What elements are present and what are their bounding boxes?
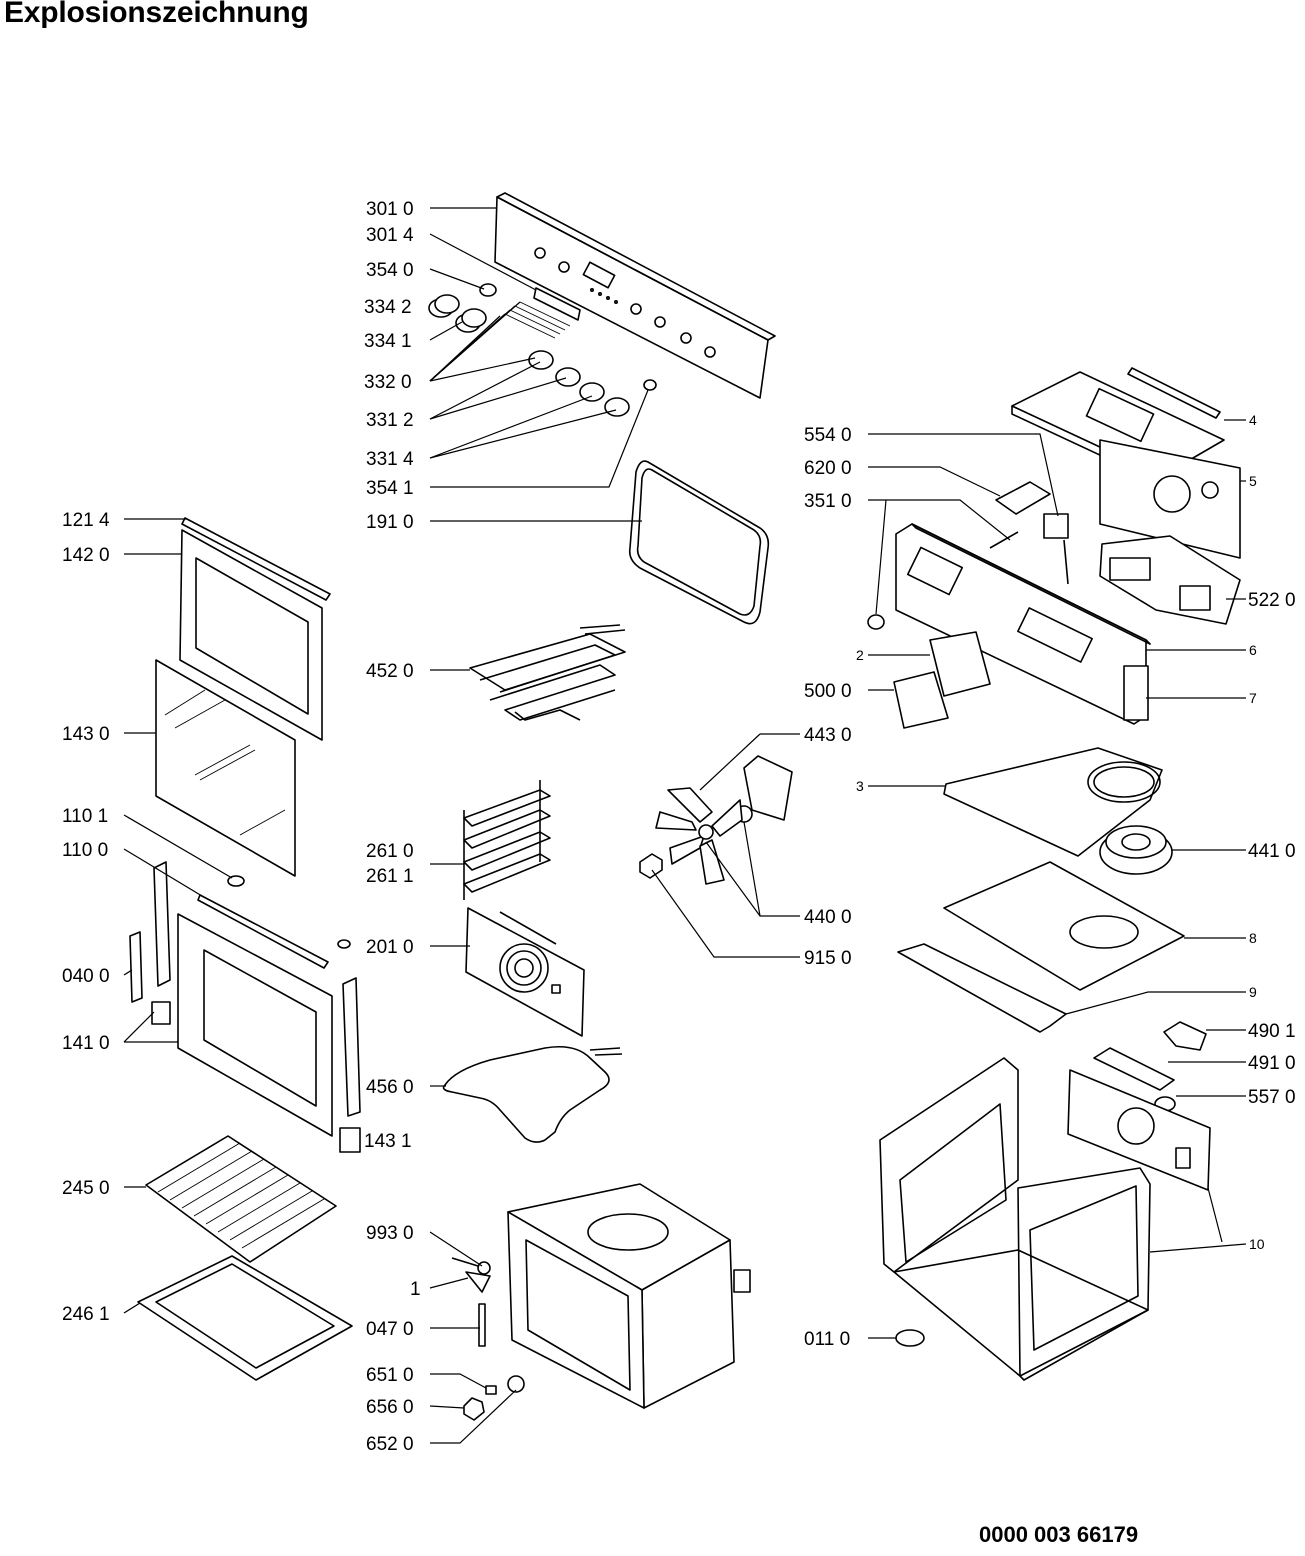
- terminal-block: [995, 481, 1051, 515]
- terminal-strip: [1093, 1047, 1175, 1091]
- part-label: 1: [410, 1279, 421, 1300]
- part-label: 334 2: [364, 297, 412, 318]
- wire-rack: [145, 1135, 337, 1263]
- part-label: 2: [856, 647, 864, 663]
- fan-motor: [735, 755, 793, 823]
- knobs: [428, 283, 657, 417]
- part-label: 047 0: [366, 1319, 414, 1340]
- part-label: 142 0: [62, 545, 110, 566]
- part-label: 040 0: [62, 966, 110, 987]
- part-label: 6: [1249, 642, 1257, 658]
- part-label: 201 0: [366, 937, 414, 958]
- control-housing: [895, 523, 1151, 725]
- part-label: 261 0: [366, 841, 414, 862]
- thermostat: [1043, 513, 1069, 585]
- part-label: 9: [1249, 984, 1257, 1000]
- rear-panel: [1067, 1069, 1211, 1191]
- door-gasket: [628, 460, 770, 625]
- door-profile: [197, 894, 329, 969]
- control-panel: [494, 192, 776, 399]
- part-label: 440 0: [804, 907, 852, 928]
- part-label: 456 0: [366, 1077, 414, 1098]
- lamp-cover: [867, 614, 885, 630]
- part-label: 354 1: [366, 478, 414, 499]
- oven-cavity: [507, 1183, 751, 1409]
- part-label: 441 0: [1248, 841, 1296, 862]
- page-title: Explosionszeichnung: [4, 0, 309, 29]
- rear-cover-panel: [465, 907, 585, 1037]
- part-label: 245 0: [62, 1178, 110, 1199]
- door-inner-glass: [155, 659, 296, 877]
- part-label: 993 0: [366, 1223, 414, 1244]
- part-label: 301 0: [366, 199, 414, 220]
- part-label: 261 1: [366, 866, 414, 887]
- electronic-timer: [893, 671, 949, 729]
- door-top-trim: [181, 517, 331, 601]
- door-outer-glass: [179, 529, 323, 741]
- fan-blade: [655, 787, 743, 885]
- part-label: 141 0: [62, 1033, 110, 1054]
- part-label: 522 0: [1248, 590, 1296, 611]
- part-label: 915 0: [804, 948, 852, 969]
- part-label: 332 0: [364, 372, 412, 393]
- part-label: 334 1: [364, 331, 412, 352]
- part-label: 620 0: [804, 458, 852, 479]
- part-label: 354 0: [366, 260, 414, 281]
- part-label: 246 1: [62, 1304, 110, 1325]
- small-fittings: [451, 1257, 525, 1421]
- foot: [895, 1329, 925, 1347]
- leader-lines: [123, 207, 1247, 1444]
- baking-tray: [137, 1255, 353, 1381]
- bottom-heater: [442, 1045, 610, 1143]
- door-clip: [227, 875, 245, 887]
- part-label: 10: [1249, 1236, 1265, 1252]
- display-window: [533, 287, 581, 321]
- part-label: 652 0: [366, 1434, 414, 1455]
- part-label: 490 1: [1248, 1021, 1296, 1042]
- part-label: 331 4: [366, 449, 414, 470]
- document-number: 0000 003 66179: [979, 1522, 1139, 1547]
- part-label: 557 0: [1248, 1087, 1296, 1108]
- part-label: 7: [1249, 690, 1257, 706]
- part-label: 143 1: [364, 1131, 412, 1152]
- part-label: 491 0: [1248, 1053, 1296, 1074]
- fan-nut: [639, 853, 663, 879]
- timer-module: [929, 631, 991, 697]
- grill-element: [469, 624, 626, 721]
- part-label: 191 0: [366, 512, 414, 533]
- door-frame: [177, 913, 333, 1137]
- top-plate: [943, 861, 1185, 991]
- part-label: 351 0: [804, 491, 852, 512]
- part-label: 554 0: [804, 425, 852, 446]
- part-label: 3: [856, 778, 864, 794]
- part-labels: 301 0 301 4 354 0 334 2 334 1 332 0 331 …: [62, 199, 1296, 1455]
- door-hinges: [129, 861, 361, 1153]
- part-label: 301 4: [366, 225, 414, 246]
- electronic-module: [1099, 535, 1241, 625]
- part-label: 656 0: [366, 1397, 414, 1418]
- connector: [1163, 1021, 1207, 1051]
- part-label: 121 4: [62, 510, 110, 531]
- part-label: 452 0: [366, 661, 414, 682]
- outer-casing: [879, 1057, 1151, 1381]
- part-label: 110 1: [62, 806, 108, 827]
- part-label: 110 0: [62, 840, 108, 861]
- part-label: 331 2: [366, 410, 414, 431]
- part-label: 8: [1249, 930, 1257, 946]
- part-label: 143 0: [62, 724, 110, 745]
- cooling-fan: [1099, 825, 1173, 875]
- part-label: 651 0: [366, 1365, 414, 1386]
- part-label: 443 0: [804, 725, 852, 746]
- part-label: 500 0: [804, 681, 852, 702]
- part-label: 4: [1249, 412, 1257, 428]
- shelf-rails: [463, 780, 551, 900]
- back-panel-5: [1099, 439, 1241, 559]
- front-strip: [897, 943, 1067, 1033]
- air-duct: [943, 747, 1163, 857]
- part-label: 5: [1249, 473, 1257, 489]
- part-label: 011 0: [804, 1329, 850, 1350]
